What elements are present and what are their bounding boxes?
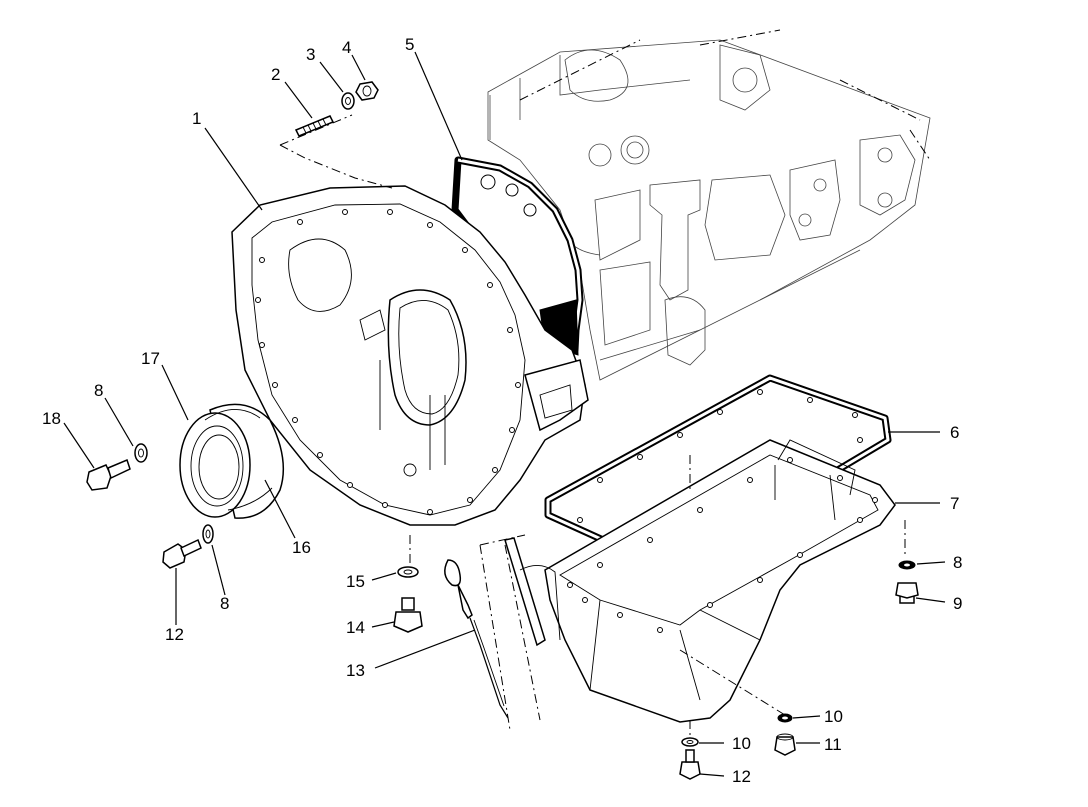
oil-pan [519, 439, 906, 740]
callout-16: 16 [292, 538, 311, 557]
callout-8-left: 8 [94, 381, 103, 400]
callout-1: 1 [192, 109, 201, 128]
callout-10-left: 10 [732, 734, 751, 753]
callout-15: 15 [346, 572, 365, 591]
callout-10-right: 10 [824, 707, 843, 726]
leader-lines [63, 51, 946, 777]
bottom-fasteners [679, 713, 796, 780]
callout-17: 17 [141, 349, 160, 368]
callout-12-bottom: 12 [732, 767, 751, 786]
bolt-and-washer-lower-left [162, 524, 214, 569]
callout-2: 2 [271, 65, 280, 84]
rear-seal-housing [179, 403, 285, 519]
drain-plug-and-washer [393, 535, 423, 633]
callout-14: 14 [346, 618, 365, 637]
callout-8-right: 8 [953, 553, 962, 572]
callout-8-lower-left: 8 [220, 594, 229, 613]
callout-7: 7 [950, 494, 959, 513]
callout-12-left: 12 [165, 625, 184, 644]
stud-washer-nut [294, 81, 379, 137]
dipstick [444, 534, 546, 731]
flywheel-housing [231, 114, 589, 526]
callout-11: 11 [824, 735, 842, 754]
callout-5: 5 [405, 35, 414, 54]
callout-3: 3 [306, 45, 315, 64]
bolt-and-washer-left [86, 443, 148, 491]
callout-13: 13 [346, 661, 365, 680]
callout-labels: 1 2 3 4 5 6 7 8 8 8 9 10 10 11 12 12 13 … [42, 35, 962, 786]
callout-18: 18 [42, 409, 61, 428]
callout-9: 9 [953, 594, 962, 613]
bolt-and-washer-right [895, 560, 919, 604]
callout-6: 6 [950, 423, 959, 442]
callout-4: 4 [342, 38, 351, 57]
